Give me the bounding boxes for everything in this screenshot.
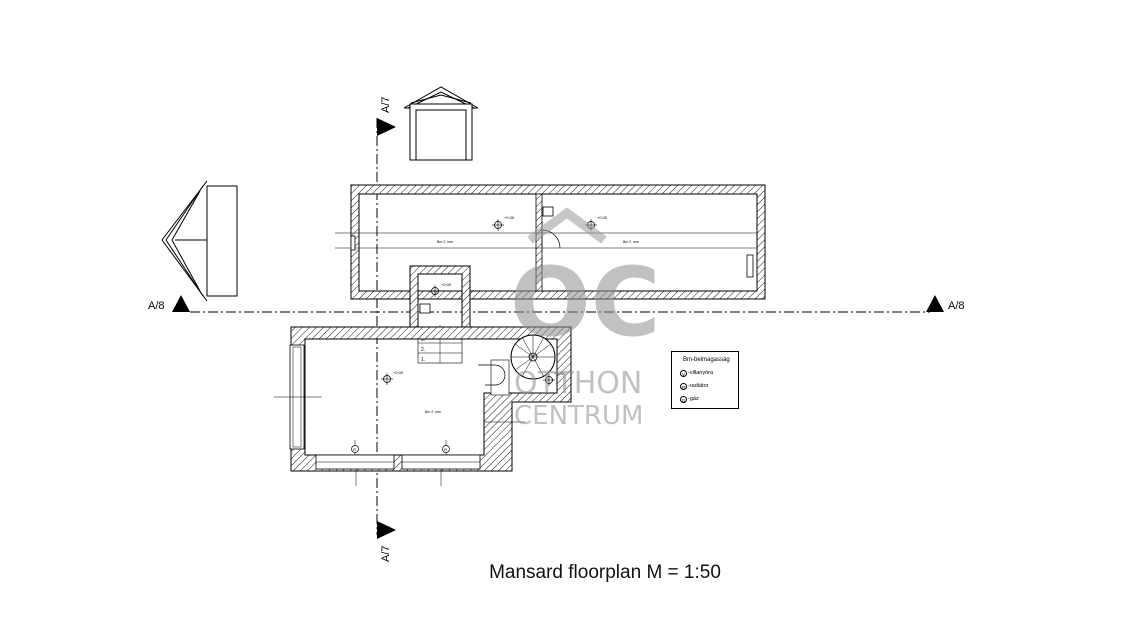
legend-item-gas: G -gáz: [680, 396, 699, 403]
stair-step-3: 3.: [421, 337, 425, 343]
svg-text:+0,00: +0,00: [597, 215, 608, 220]
watermark: OC OTTHON CENTRUM: [510, 207, 660, 431]
svg-text:+0,00: +0,00: [554, 371, 565, 376]
stair-step-1: 1.: [421, 357, 425, 363]
room-note-attic-left: Bm 2. mm: [437, 240, 453, 244]
legend-item-radiator: R -radiátor: [680, 383, 708, 390]
svg-text:+0,00: +0,00: [393, 370, 404, 375]
section-label-top: A/7: [380, 96, 392, 113]
drawing-caption: Mansard floorplan M = 1:50: [489, 562, 721, 583]
elevation-marker-attic-left: +0,00: [492, 215, 515, 231]
elevation-marker-stair: +0,00: [429, 282, 452, 297]
gas-symbol-icon: G: [680, 396, 687, 403]
dormer-front-elevation: [403, 86, 479, 161]
section-arrow-top: [377, 118, 396, 136]
legend-box: Bm-belmagasság V -villanyóra R -radiátor…: [671, 351, 739, 409]
legend-item-label: -gáz: [688, 396, 699, 402]
section-arrow-left: [172, 295, 190, 312]
svg-text:+0,00: +0,00: [504, 215, 515, 220]
watermark-house-icon: [527, 207, 607, 244]
meter-symbol-icon: V: [680, 370, 687, 377]
watermark-line1: OTTHON: [514, 366, 642, 401]
radiator-symbol-icon: R: [680, 383, 687, 390]
room-note-main: Bm 2. mm: [425, 410, 441, 414]
svg-text:+0,00: +0,00: [441, 282, 452, 287]
room-note-attic-right: Bm 2. mm: [623, 240, 639, 244]
stair-connector: 3. 2. 1.: [409, 265, 471, 364]
section-arrow-right: [926, 295, 944, 312]
radiator-marker-left: R: [351, 440, 359, 455]
spiral-staircase: [510, 334, 556, 380]
legend-title: Bm-belmagasság: [683, 357, 730, 363]
section-line-horizontal: A/8 A/8: [148, 295, 965, 313]
radiator-marker-right: R: [442, 440, 450, 455]
section-label-bottom: A/7: [380, 545, 392, 562]
svg-text:R: R: [353, 447, 356, 452]
stair-step-2: 2.: [421, 347, 425, 353]
section-label-left: A/8: [148, 300, 165, 312]
elevation-marker-spiral: +0,00: [543, 371, 565, 386]
attic-walls: [335, 184, 766, 300]
watermark-line2: CENTRUM: [514, 401, 643, 431]
svg-text:R: R: [444, 447, 447, 452]
section-arrow-bottom: [377, 521, 396, 539]
section-label-right: A/8: [948, 300, 965, 312]
legend-item-meter: V -villanyóra: [680, 370, 713, 377]
watermark-logo: OC: [510, 248, 660, 358]
elevation-marker-main-room: +0,00: [381, 370, 404, 385]
mansard-room-walls: [274, 326, 572, 486]
dormer-side-elevation: [161, 180, 238, 302]
legend-item-label: -radiátor: [688, 383, 709, 389]
legend-item-label: -villanyóra: [688, 370, 714, 376]
